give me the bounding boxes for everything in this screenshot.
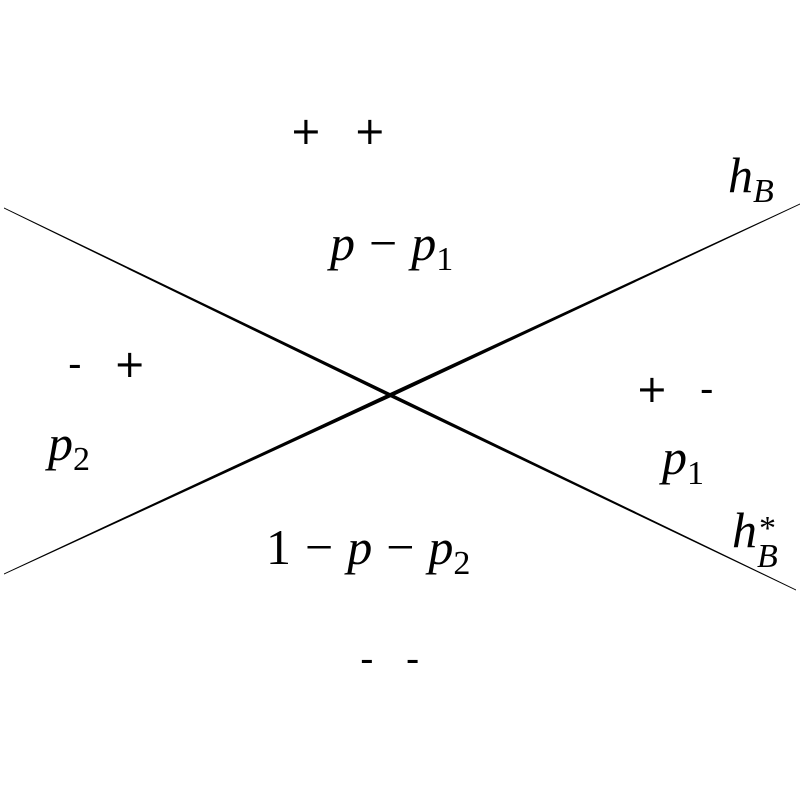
var-p: p [411, 215, 437, 271]
minus-operator: − [305, 519, 334, 575]
subscript: 1 [436, 241, 454, 278]
subscript: 2 [73, 441, 90, 478]
sub-superscript: *B [757, 512, 787, 574]
var-p: p [662, 429, 687, 485]
region-top-signs: + + [290, 109, 396, 153]
line-label-h-b-star: h*B [732, 502, 787, 574]
region-bottom-probability: 1−p−p2 [266, 519, 470, 581]
region-left-probability: p2 [48, 415, 90, 477]
constant-one: 1 [266, 519, 291, 575]
subscript-b: B [753, 173, 774, 210]
region-left-signs: - + [68, 342, 156, 386]
region-right-probability: p1 [662, 429, 704, 491]
line-label-h-b: hB [728, 147, 774, 209]
var-p: p [330, 215, 355, 271]
region-right-signs: + - [636, 367, 724, 411]
var-p: p [347, 519, 373, 575]
var-h: h [728, 147, 753, 203]
subscript: 2 [453, 545, 471, 582]
superscript-star: * [759, 510, 776, 547]
var-h: h [732, 502, 757, 558]
subscript-b: B [757, 538, 778, 575]
line-h-b-star [4, 207, 796, 591]
line-h-b [4, 203, 800, 575]
var-p: p [428, 519, 454, 575]
var-p: p [48, 415, 73, 471]
subscript: 1 [687, 455, 704, 492]
region-top-probability: p−p1 [330, 215, 453, 277]
region-bottom-signs: - - [360, 637, 430, 681]
minus-operator: − [369, 215, 398, 271]
minus-operator: − [386, 519, 415, 575]
